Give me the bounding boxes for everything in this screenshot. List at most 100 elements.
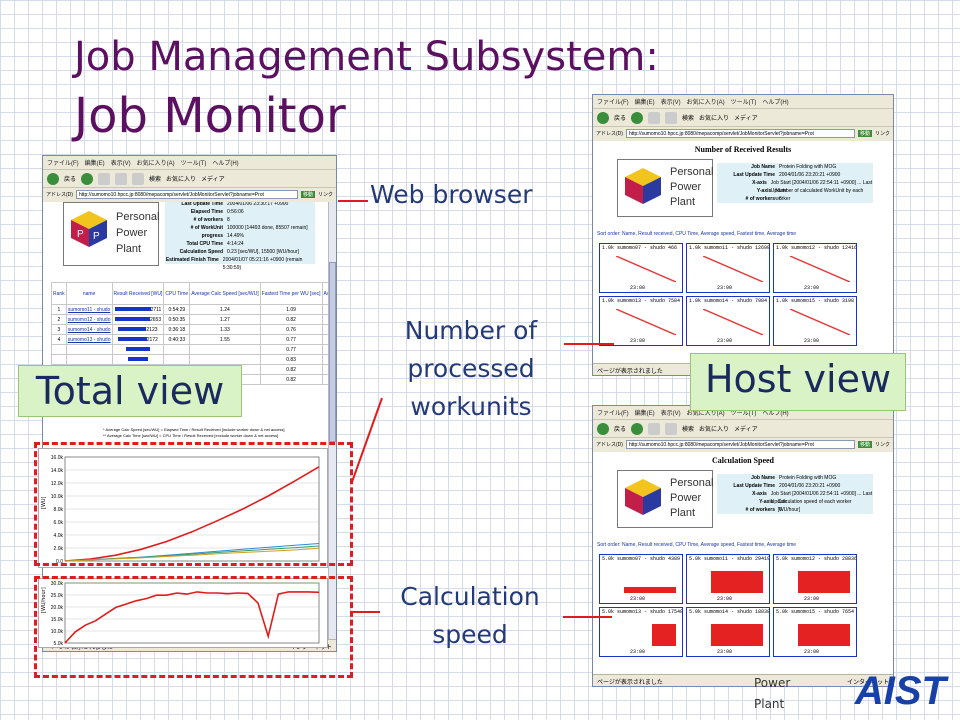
menu-item[interactable]: 表示(V) (110, 161, 131, 167)
menu-item[interactable]: ヘルプ(H) (762, 411, 789, 417)
thumbnail-title: 5.0k sumomo15 - shudo 7654 (776, 609, 855, 615)
speed-stop-icon[interactable] (648, 422, 661, 435)
menu-item[interactable]: ファイル(F) (47, 161, 79, 167)
table-row: 0.770.92i386 (51, 344, 336, 355)
host-status-text: ページが表示されました (597, 369, 663, 375)
forward-icon[interactable] (81, 172, 94, 185)
host-media-button[interactable]: メディア (734, 116, 758, 122)
processed-workunits-chart-svg: [WU]0.02.0k4.0k6.0k8.0k10.0k12.0k14.0k16… (41, 455, 320, 565)
back-icon[interactable] (47, 172, 59, 185)
refresh-icon[interactable] (115, 172, 128, 185)
host-search-button[interactable]: 検索 (682, 116, 695, 122)
thumbnail-plot (624, 587, 676, 593)
speed-links-button[interactable]: リンク (874, 441, 890, 448)
menu-item[interactable]: ファイル(F) (597, 100, 629, 106)
menu-item[interactable]: お気に入り(A) (686, 411, 725, 417)
info-key: Calculation Speed (179, 249, 223, 255)
table-note-1: * Average Calc Speed [sec/WU] = Elapsed … (103, 427, 285, 432)
info-value: 14.49% (227, 233, 244, 239)
chart-y-tick: 6.0k (54, 520, 64, 526)
menu-item[interactable]: お気に入り(A) (136, 161, 175, 167)
speed-search-button[interactable]: 検索 (682, 427, 695, 433)
speed-favorites-button[interactable]: お気に入り (699, 427, 730, 433)
menu-item[interactable]: ファイル(F) (597, 411, 629, 417)
speed-forward-icon[interactable] (631, 422, 644, 435)
thumbnail-plot (798, 624, 850, 646)
go-button[interactable]: 移動 (300, 190, 315, 198)
web-browser-pointer (338, 200, 368, 202)
menu-item[interactable]: 編集(E) (84, 161, 105, 167)
speed-address-input[interactable]: http://sumomo10.hpcc.jp:8080/mepacomp/se… (625, 439, 855, 449)
info-value: 8 (227, 217, 230, 223)
favorites-button[interactable]: お気に入り (166, 177, 197, 183)
host-stop-icon[interactable] (648, 111, 661, 124)
links-button[interactable]: リンク (317, 191, 333, 198)
menu-item[interactable]: 編集(E) (634, 100, 655, 106)
menu-item[interactable]: ヘルプ(H) (762, 100, 789, 106)
speed-back-button[interactable]: 戻る (614, 427, 627, 433)
address-input[interactable]: http://sumomo10.hpcc.jp:8080/mepacomp/se… (75, 189, 298, 199)
host-forward-icon[interactable] (631, 111, 644, 124)
speed-refresh-icon[interactable] (665, 422, 678, 435)
host-back-button[interactable]: 戻る (614, 116, 627, 122)
menu-item[interactable]: お気に入り(A) (686, 100, 725, 106)
home-icon[interactable] (132, 172, 145, 185)
info-key: Last Update Time (181, 202, 223, 207)
back-button[interactable]: 戻る (64, 177, 77, 183)
vertical-scrollbar[interactable] (328, 202, 336, 639)
host-refresh-icon[interactable] (665, 111, 678, 124)
host-links-button[interactable]: リンク (874, 130, 890, 137)
host-view-page: Number of Received Results Personal Powe… (593, 141, 893, 363)
thumbnail-plot (711, 624, 763, 646)
host-logo-power: Power (670, 181, 702, 193)
host-address-input[interactable]: http://sumomo10.hpcc.jp:8080/mepacomp/se… (625, 128, 855, 138)
info-value: 6 (779, 196, 782, 202)
host-sort-order[interactable]: Sort order: Name, Result received, CPU T… (597, 231, 797, 237)
speed-back-icon[interactable] (597, 422, 609, 435)
media-button[interactable]: メディア (201, 177, 225, 183)
web-browser-label: Web browser (370, 180, 533, 209)
host-back-icon[interactable] (597, 111, 609, 124)
menu-item[interactable]: ツール(T) (180, 161, 207, 167)
host-chart-thumbnail[interactable]: 5.0k sumomo15 - shudo 7654 23:00 (773, 607, 857, 657)
search-button[interactable]: 検索 (149, 177, 162, 183)
info-value: 2004/01/06 23:20:21 +0900 (779, 172, 841, 178)
calculation-speed-highlight (34, 576, 353, 678)
menu-item[interactable]: ツール(T) (730, 100, 757, 106)
speed-media-button[interactable]: メディア (734, 427, 758, 433)
stop-icon[interactable] (98, 172, 111, 185)
wu-bar (127, 357, 148, 362)
menu-item[interactable]: ツール(T) (730, 411, 757, 417)
menu-item[interactable]: ヘルプ(H) (212, 161, 239, 167)
menu-item[interactable]: 表示(V) (660, 100, 681, 106)
speed-go-button[interactable]: 移動 (857, 440, 872, 448)
thumbnail-x-label: 23:00 (630, 649, 646, 655)
host-favorites-button[interactable]: お気に入り (699, 116, 730, 122)
info-value: 100000 [14493 done, 85507 remain] (227, 225, 308, 231)
menu-item[interactable]: 編集(E) (634, 411, 655, 417)
scrollbar-thumb[interactable] (329, 262, 336, 442)
speed-sort-order[interactable]: Sort order: Name, Result received, CPU T… (597, 542, 797, 548)
thumbnail-x-label: 23:00 (804, 649, 820, 655)
thumbnail-x-label: 23:00 (804, 338, 820, 344)
menu-item[interactable]: 表示(V) (660, 411, 681, 417)
host-go-button[interactable]: 移動 (857, 129, 872, 137)
wu-value: 2653 (149, 316, 162, 323)
